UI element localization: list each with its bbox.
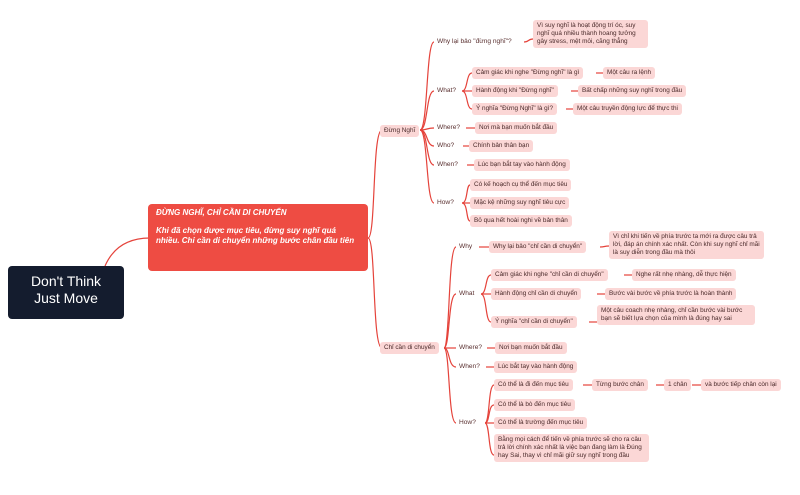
dung-nghi-what-q1[interactable]: Cảm giác khi nghe "Đừng nghĩ" là gì	[472, 67, 584, 79]
chi-can-what-q3[interactable]: Ý nghĩa "chỉ cần di chuyển"	[491, 316, 577, 328]
dung-nghi-how-item-2[interactable]: Mặc kệ những suy nghĩ tiêu cực	[470, 197, 570, 209]
chi-can-how-item-4[interactable]: Bằng mọi cách để tiến về phía trước sẽ c…	[494, 434, 649, 462]
chi-can-what[interactable]: What	[459, 290, 475, 297]
root-node[interactable]: Don't Think Just Move	[8, 266, 124, 319]
chi-can-what-a1[interactable]: Nghe rất nhẹ nhàng, dễ thực hiện	[632, 269, 736, 281]
chi-can-what-q1[interactable]: Cảm giác khi nghe "chỉ cần di chuyển"	[491, 269, 608, 281]
chi-can-how-item-2[interactable]: Có thể là bò đến mục tiêu	[494, 399, 575, 411]
dung-nghi-why-answer[interactable]: Vì suy nghĩ là hoạt động trí óc, suy ngh…	[533, 20, 648, 48]
chi-can-how-chain-1[interactable]: Từng bước chân	[592, 379, 648, 391]
branch-chi-can-di-chuyen[interactable]: Chỉ cần di chuyển	[380, 342, 439, 354]
branch-dung-nghi[interactable]: Đừng Nghĩ	[380, 125, 420, 137]
dung-nghi-how-item-1[interactable]: Có kế hoạch cụ thể đến mục tiêu	[470, 179, 572, 191]
dung-nghi-where[interactable]: Where?	[437, 124, 461, 131]
chi-can-how-chain-3[interactable]: và bước tiếp chân còn lại	[701, 379, 781, 391]
chi-can-when[interactable]: When?	[459, 363, 480, 370]
chi-can-how-item-1[interactable]: Có thể là đi đến mục tiêu	[494, 379, 573, 391]
chi-can-what-a3[interactable]: Một câu coach nhẹ nhàng, chỉ cần bước và…	[597, 305, 755, 325]
chi-can-how-item-3[interactable]: Có thể là trường đến mục tiêu	[494, 417, 588, 429]
chi-can-where[interactable]: Where?	[459, 344, 483, 351]
dung-nghi-what-a2[interactable]: Bất chấp những suy nghĩ trong đầu	[578, 85, 687, 97]
chi-can-how[interactable]: How?	[459, 419, 476, 426]
root-line-1: Don't Think	[30, 273, 102, 289]
chi-can-why[interactable]: Why	[459, 243, 473, 250]
dung-nghi-how-item-3[interactable]: Bỏ qua hết hoài nghi về bản thân	[470, 215, 572, 227]
chi-can-why-answer[interactable]: Vì chỉ khi tiến về phía trước ta mới ra …	[609, 231, 764, 259]
dung-nghi-where-answer[interactable]: Nơi mà bạn muốn bắt đầu	[475, 122, 558, 134]
chi-can-when-answer[interactable]: Lúc bắt tay vào hành động	[494, 361, 578, 373]
dung-nghi-how[interactable]: How?	[437, 199, 454, 206]
root-line-2: Just Move	[34, 290, 98, 306]
dung-nghi-what[interactable]: What?	[437, 87, 457, 94]
dung-nghi-what-q2[interactable]: Hành động khi "Đừng nghĩ"	[472, 85, 558, 97]
chi-can-what-q2[interactable]: Hành động chỉ cần di chuyển	[491, 288, 582, 300]
chi-can-where-answer[interactable]: Nơi bạn muốn bắt đầu	[495, 342, 567, 354]
dung-nghi-when-answer[interactable]: Lúc bạn bắt tay vào hành động	[474, 159, 570, 171]
central-subtitle: Khi đã chọn được mục tiêu, đừng suy nghĩ…	[156, 226, 355, 245]
chi-can-why-question[interactable]: Why lại bảo "chỉ cần di chuyển"	[489, 241, 587, 253]
dung-nghi-what-q3[interactable]: Ý nghĩa "Đừng Nghĩ" là gì?	[472, 103, 558, 115]
chi-can-what-a2[interactable]: Bước vài bước về phía trước là hoàn thàn…	[605, 288, 737, 300]
dung-nghi-when[interactable]: When?	[437, 161, 458, 168]
central-title: ĐỪNG NGHĨ, CHỈ CẦN DI CHUYỂN	[156, 208, 287, 217]
chi-can-how-chain-2[interactable]: 1 chân	[664, 379, 692, 391]
dung-nghi-what-a1[interactable]: Một câu ra lệnh	[603, 67, 656, 79]
dung-nghi-why[interactable]: Why lại bảo "đừng nghĩ"?	[437, 38, 512, 45]
dung-nghi-who-answer[interactable]: Chính bản thân bạn	[469, 140, 534, 152]
central-topic-node[interactable]: ĐỪNG NGHĨ, CHỈ CẦN DI CHUYỂN Khi đã chọn…	[148, 204, 368, 271]
dung-nghi-what-a3[interactable]: Một câu truyền động lực để thực thi	[573, 103, 682, 115]
dung-nghi-who[interactable]: Who?	[437, 142, 455, 149]
